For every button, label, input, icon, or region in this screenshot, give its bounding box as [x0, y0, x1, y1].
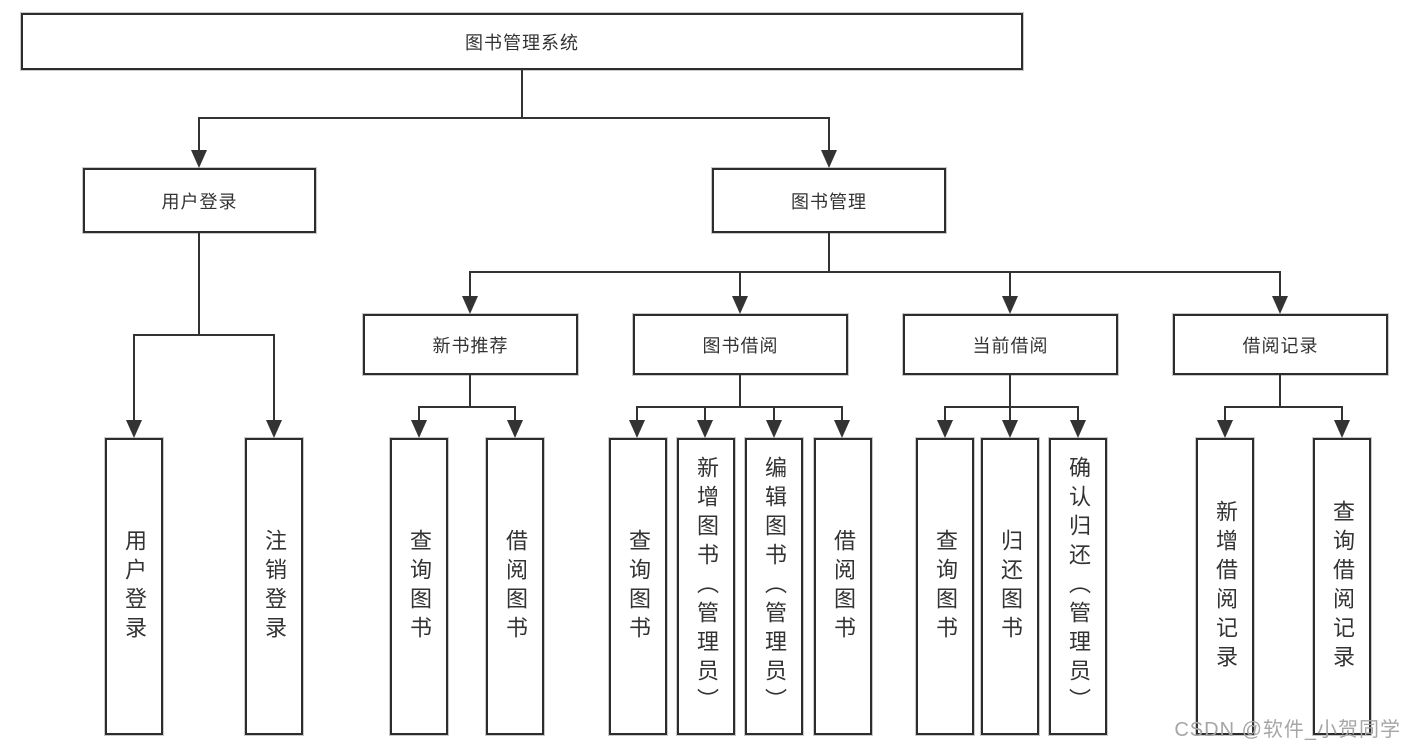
node-leaf-return-books: 归还图书 — [981, 438, 1039, 735]
connector-line-vertical — [1279, 375, 1281, 407]
node-label: 查询图书 — [933, 528, 958, 645]
node-book-management-branch: 图书管理 — [712, 168, 946, 233]
node-current-borrowing: 当前借阅 — [903, 314, 1118, 375]
connector-line-horizontal — [944, 406, 1079, 408]
connector-line-vertical — [1077, 407, 1079, 422]
connector-line-vertical — [133, 335, 135, 422]
connector-line-horizontal — [469, 271, 1281, 273]
connector-line-vertical — [828, 233, 830, 272]
node-user-login-branch: 用户登录 — [83, 168, 316, 233]
node-label: 查询图书 — [407, 528, 432, 645]
node-label: 注销登录 — [262, 528, 287, 645]
arrowhead-down-icon — [191, 150, 207, 168]
node-label: 新增借阅记录 — [1213, 499, 1238, 674]
arrowhead-down-icon — [1070, 420, 1086, 438]
arrowhead-down-icon — [697, 420, 713, 438]
arrowhead-down-icon — [462, 296, 478, 314]
connector-line-vertical — [521, 69, 523, 118]
node-label: 新增图书（管理员） — [694, 456, 719, 717]
node-label: 新书推荐 — [432, 335, 509, 356]
connector-line-vertical — [1279, 272, 1281, 298]
node-label: 确认归还（管理员） — [1066, 456, 1091, 717]
connector-line-vertical — [469, 272, 471, 298]
arrowhead-down-icon — [411, 420, 427, 438]
node-label: 当前借阅 — [972, 335, 1049, 356]
node-label: 用户登录 — [161, 191, 238, 212]
arrowhead-down-icon — [1334, 420, 1350, 438]
arrowhead-down-icon — [126, 420, 142, 438]
arrowhead-down-icon — [1002, 296, 1018, 314]
connector-line-vertical — [418, 407, 420, 422]
node-label: 编辑图书（管理员） — [762, 456, 787, 717]
node-label: 借阅图书 — [831, 528, 856, 645]
node-leaf-query-books-2: 查询图书 — [609, 438, 667, 735]
node-label: 图书借阅 — [702, 335, 779, 356]
connector-line-vertical — [636, 407, 638, 422]
node-leaf-confirm-return-admin: 确认归还（管理员） — [1049, 438, 1107, 735]
connector-line-vertical — [1009, 407, 1011, 422]
node-leaf-edit-books-admin: 编辑图书（管理员） — [745, 438, 803, 735]
node-label: 借阅记录 — [1242, 335, 1319, 356]
connector-line-vertical — [514, 407, 516, 422]
arrowhead-down-icon — [507, 420, 523, 438]
connector-line-vertical — [739, 272, 741, 298]
node-label: 图书管理 — [791, 191, 867, 212]
arrowhead-down-icon — [1217, 420, 1233, 438]
arrowhead-down-icon — [732, 296, 748, 314]
connector-line-vertical — [1341, 407, 1343, 422]
arrowhead-down-icon — [1272, 296, 1288, 314]
node-leaf-query-books-1: 查询图书 — [390, 438, 448, 735]
connector-line-horizontal — [418, 406, 516, 408]
connector-line-horizontal — [1224, 406, 1343, 408]
arrowhead-down-icon — [1002, 420, 1018, 438]
node-borrowing-records: 借阅记录 — [1173, 314, 1388, 375]
node-leaf-add-books-admin: 新增图书（管理员） — [677, 438, 735, 735]
node-book-borrowing: 图书借阅 — [633, 314, 848, 375]
arrowhead-down-icon — [766, 420, 782, 438]
arrowhead-down-icon — [821, 150, 837, 168]
connector-line-vertical — [841, 407, 843, 422]
connector-line-vertical — [273, 335, 275, 422]
node-leaf-user-login: 用户登录 — [105, 438, 163, 735]
node-label: 用户登录 — [122, 528, 147, 645]
connector-line-vertical — [1009, 272, 1011, 298]
connector-line-horizontal — [198, 117, 830, 119]
node-label: 查询借阅记录 — [1330, 499, 1355, 674]
connector-line-vertical — [198, 118, 200, 152]
node-leaf-logout: 注销登录 — [245, 438, 303, 735]
connector-line-vertical — [704, 407, 706, 422]
connector-line-vertical — [1009, 375, 1011, 407]
connector-line-horizontal — [133, 334, 275, 336]
connector-line-vertical — [739, 375, 741, 407]
connector-line-horizontal — [636, 406, 843, 408]
connector-line-vertical — [828, 118, 830, 152]
connector-line-vertical — [198, 233, 200, 335]
connector-line-vertical — [1224, 407, 1226, 422]
node-leaf-borrow-books-2: 借阅图书 — [814, 438, 872, 735]
node-leaf-borrow-books-1: 借阅图书 — [486, 438, 544, 735]
arrowhead-down-icon — [834, 420, 850, 438]
node-library-management-system: 图书管理系统 — [21, 13, 1023, 70]
arrowhead-down-icon — [937, 420, 953, 438]
node-label: 归还图书 — [998, 528, 1023, 645]
arrowhead-down-icon — [629, 420, 645, 438]
connector-line-vertical — [469, 375, 471, 407]
node-leaf-query-books-3: 查询图书 — [916, 438, 974, 735]
node-leaf-query-borrow-record: 查询借阅记录 — [1313, 438, 1371, 735]
arrowhead-down-icon — [266, 420, 282, 438]
connector-line-vertical — [773, 407, 775, 422]
node-label: 查询图书 — [626, 528, 651, 645]
node-label: 借阅图书 — [503, 528, 528, 645]
node-new-book-recommendation: 新书推荐 — [363, 314, 578, 375]
connector-line-vertical — [944, 407, 946, 422]
node-label: 图书管理系统 — [465, 32, 579, 53]
node-leaf-add-borrow-record: 新增借阅记录 — [1196, 438, 1254, 735]
csdn-watermark: CSDN @软件_小贺同学 — [1174, 719, 1401, 741]
